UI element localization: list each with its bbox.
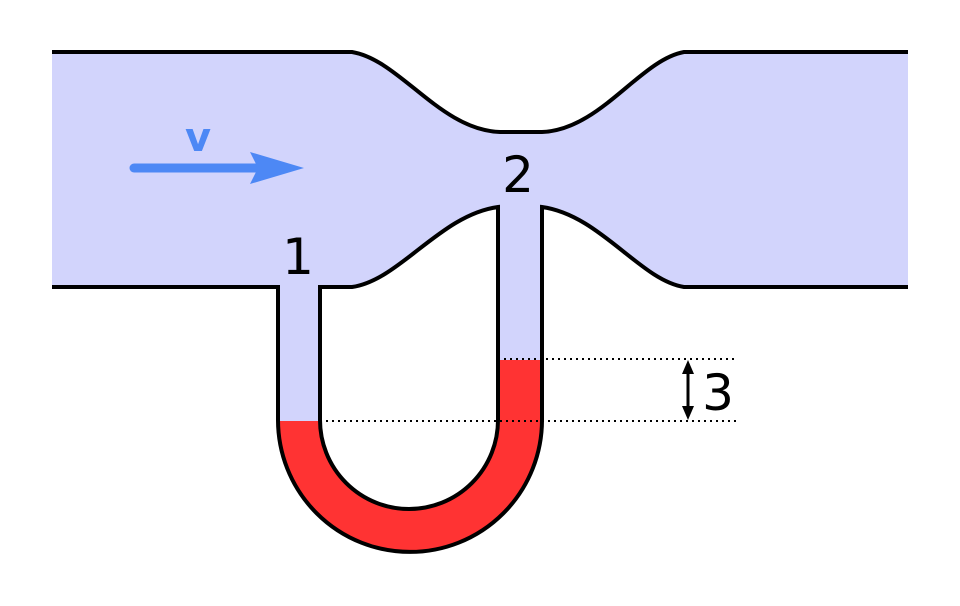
manometer-outer-bend: [276, 419, 544, 554]
velocity-arrow-head: [250, 152, 304, 184]
manometer-right-fluid: [498, 207, 542, 360]
pipe-diverging-wall: [540, 204, 908, 420]
manometer-liquid: [278, 360, 542, 552]
pipe-bottom-wall-left: [52, 285, 280, 420]
venturi-pipe: [52, 52, 908, 420]
manometer-left-fluid: [278, 287, 320, 421]
point-1-label: 1: [282, 228, 314, 286]
height-arrow-head-up: [682, 360, 694, 374]
point-2-label: 2: [502, 146, 534, 204]
pipe-top-wall: [52, 50, 908, 134]
height-difference-label: 3: [702, 364, 734, 422]
height-arrow-head-down: [682, 406, 694, 420]
velocity-label: v: [185, 115, 211, 161]
pipe-converging-wall: [318, 204, 500, 420]
manometer-inner-bend: [318, 419, 500, 511]
